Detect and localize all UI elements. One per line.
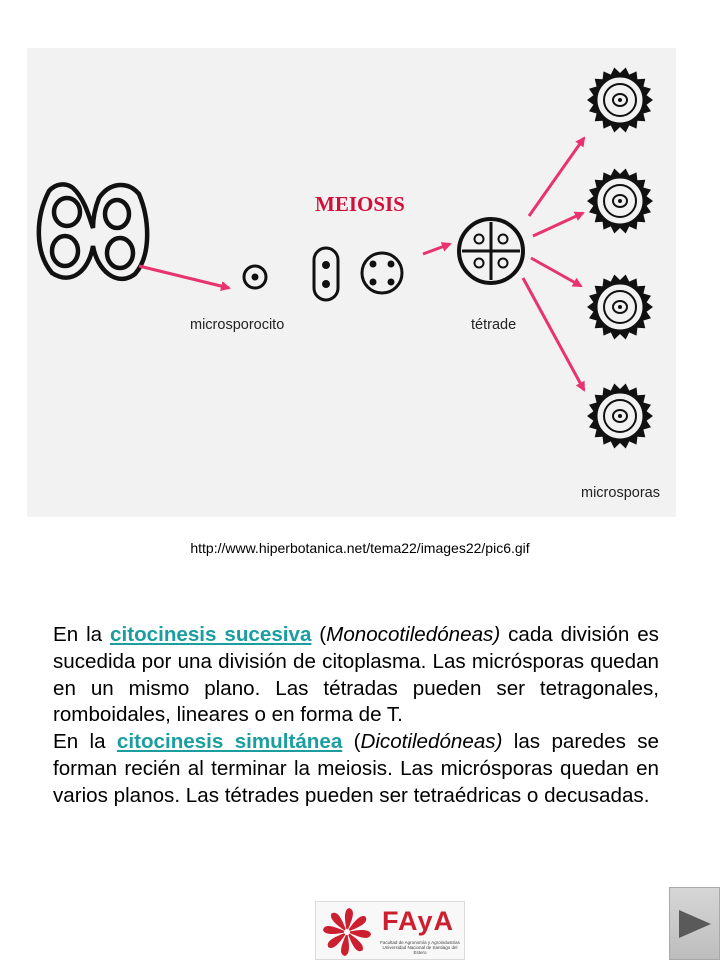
p1-italic: Monocotiledóneas) <box>326 623 501 646</box>
tetrad-icon <box>457 217 525 285</box>
dyad-icon <box>312 246 340 302</box>
microsporogenesis-diagram: microsporocito MEIOSIS <box>27 48 676 517</box>
microspore-icon <box>587 274 653 340</box>
anther-icon <box>36 182 150 282</box>
four-nuclei-cell-icon <box>360 251 404 295</box>
image-source-url: http://www.hiperbotanica.net/tema22/imag… <box>190 540 530 556</box>
play-triangle-icon <box>679 910 711 938</box>
next-slide-button[interactable] <box>669 887 720 960</box>
arrows-to-microspores <box>521 136 586 392</box>
p1-prefix: En la <box>53 623 111 646</box>
microspore-icon <box>587 383 653 449</box>
arrow-to-tetrad <box>422 242 452 256</box>
logo-subtitle: Facultad de Agronomía y Agroindustrias U… <box>380 940 460 955</box>
link-citocinesis-simultanea[interactable]: citocinesis simultánea <box>116 730 343 754</box>
arrow-to-microsporocyte <box>138 264 231 291</box>
microsporocyte-icon <box>242 264 268 290</box>
p2-italic: Dicotiledóneas) <box>360 730 503 754</box>
faya-logo: FAyA Facultad de Agronomía y Agroindustr… <box>315 901 465 960</box>
link-citocinesis-sucesiva[interactable]: citocinesis sucesiva <box>110 623 312 646</box>
paragraph-successive: En la citocinesis sucesiva (Monocotiledó… <box>53 622 659 729</box>
microspore-icon <box>587 67 653 133</box>
microspores <box>587 67 653 449</box>
microsporas-label: microsporas <box>581 485 660 501</box>
body-text: En la citocinesis sucesiva (Monocotiledó… <box>53 622 659 810</box>
paragraph-simultaneous: En la citocinesis simultánea (Dicotiledó… <box>53 729 659 809</box>
microsporocito-label: microsporocito <box>190 317 284 333</box>
p1-mid: ( <box>311 623 327 646</box>
logo-title: FAyA <box>382 906 455 936</box>
diagram-svg: microsporocito MEIOSIS <box>36 67 660 501</box>
p2-prefix: En la <box>53 730 117 754</box>
p2-mid: ( <box>342 730 361 754</box>
p1-suffix: cada división es sucedida por una divisi… <box>53 623 659 727</box>
microspore-icon <box>587 168 653 234</box>
logo-flower-icon <box>323 908 371 956</box>
p2-suffix: las paredes se forman recién al terminar… <box>53 730 659 807</box>
meiosis-label: MEIOSIS <box>315 192 405 216</box>
tetrade-label: tétrade <box>471 317 516 333</box>
